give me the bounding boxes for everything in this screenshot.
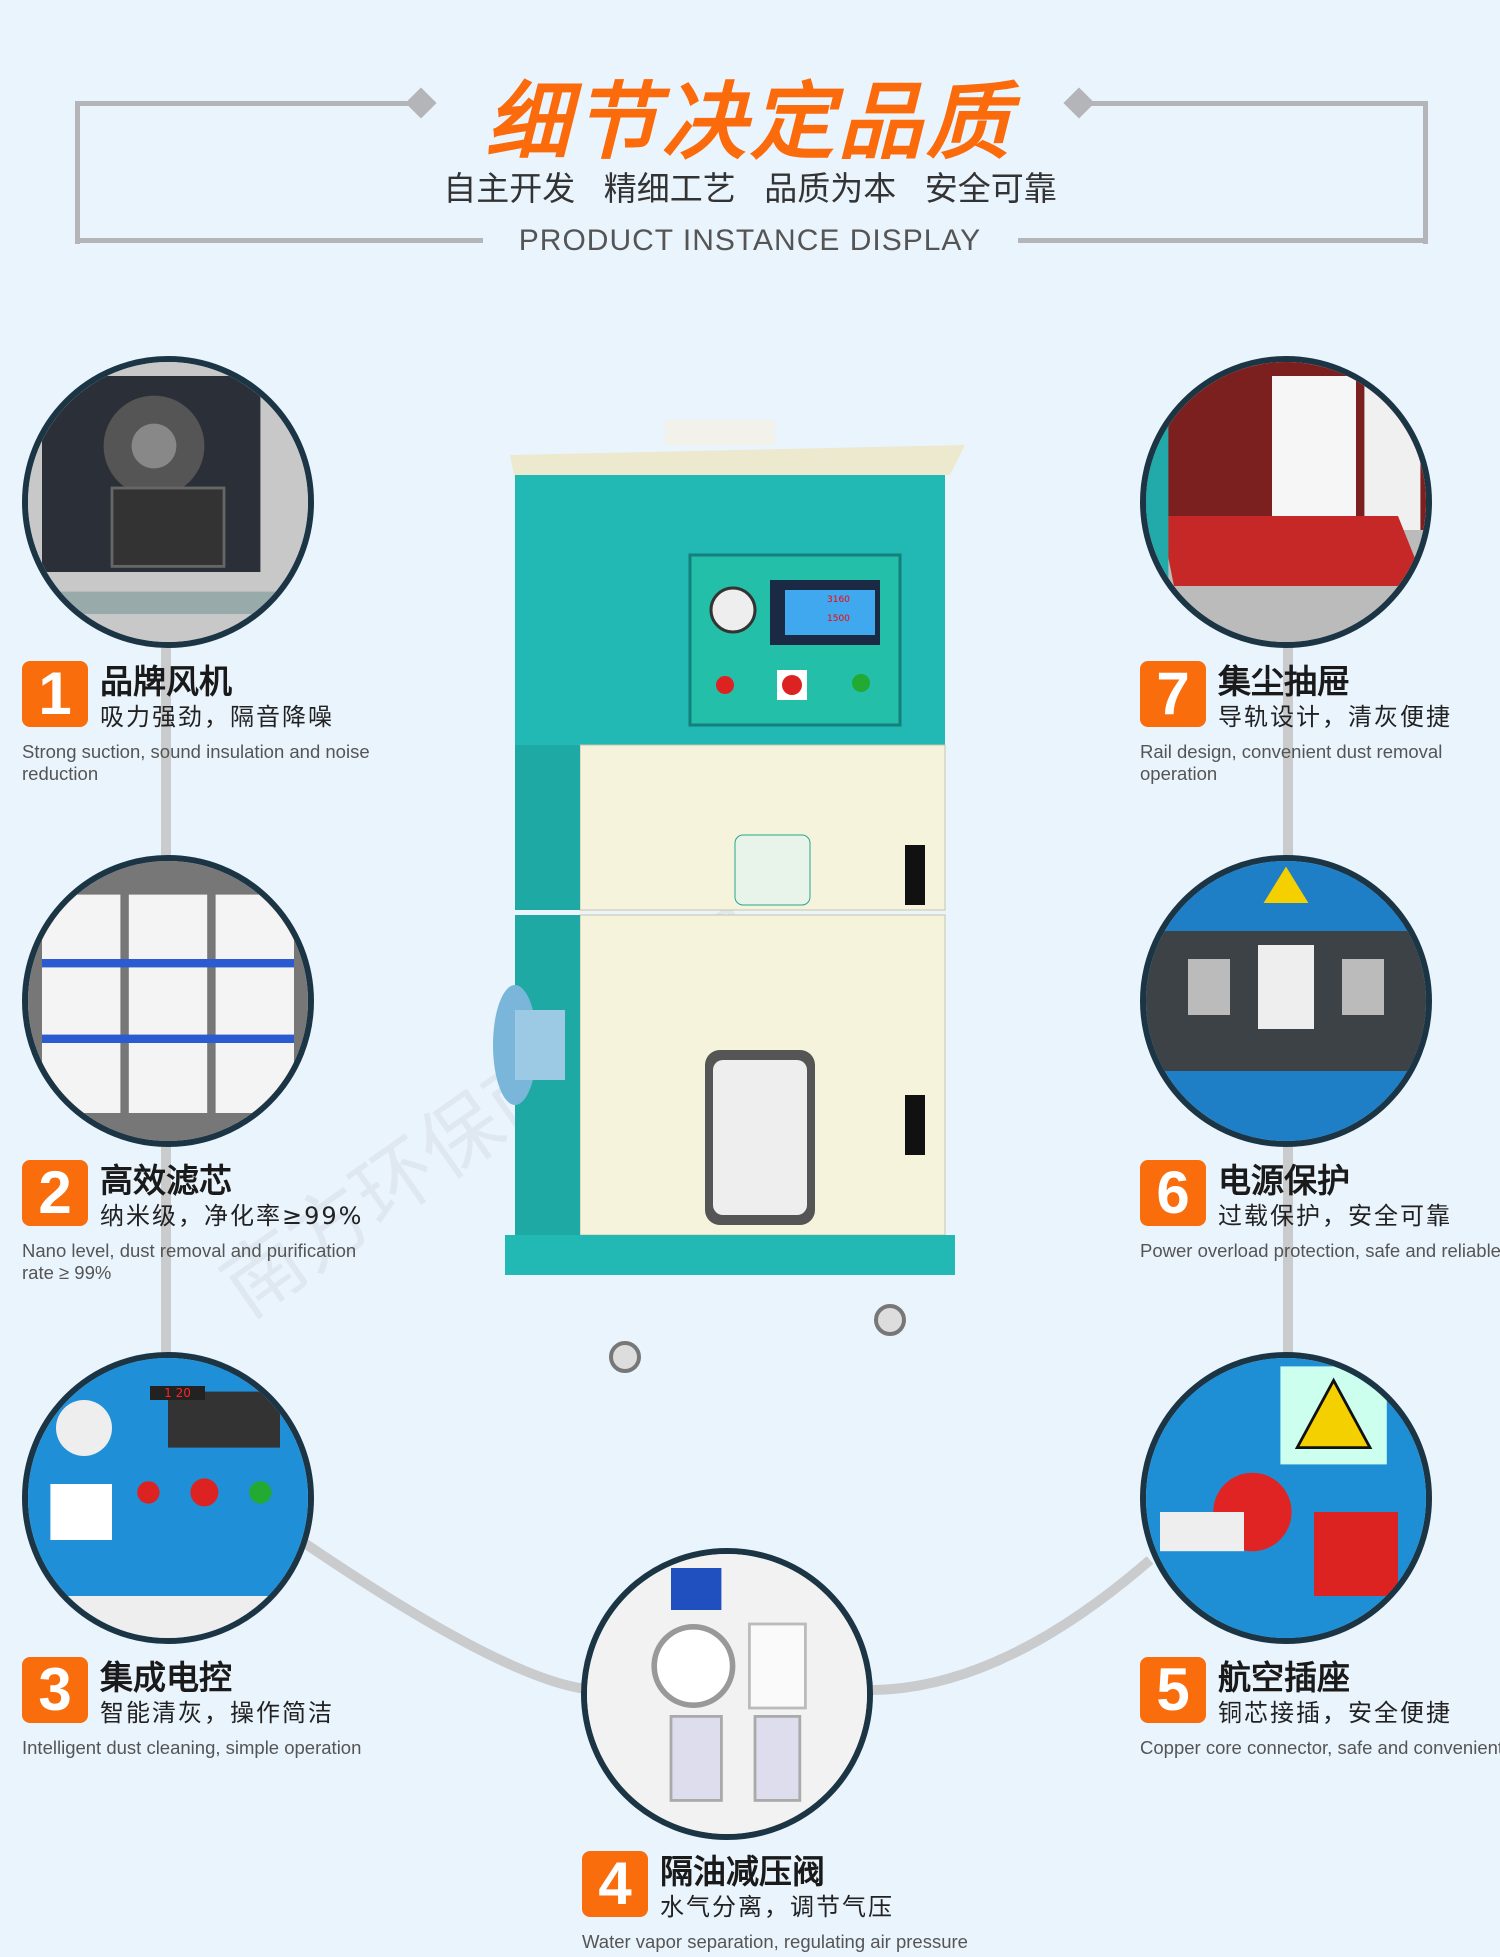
feature-title: 品牌风机 bbox=[100, 662, 232, 701]
feature-english: Copper core connector, safe and convenie… bbox=[1140, 1737, 1500, 1758]
fan-image bbox=[22, 356, 314, 648]
display-value-2: 1500 bbox=[827, 614, 850, 624]
page-english-subtitle: PRODUCT INSTANCE DISPLAY bbox=[518, 224, 982, 257]
feature-subtitle: 导轨设计，清灰便捷 bbox=[1218, 703, 1452, 731]
feature-english: Rail design, convenient dust removal ope… bbox=[1140, 741, 1443, 784]
feature-subtitle: 铜芯接插，安全便捷 bbox=[1218, 1699, 1452, 1727]
control-panel-image bbox=[22, 1352, 314, 1644]
power-protection-image bbox=[1140, 855, 1432, 1147]
timer-display: 1 20 bbox=[150, 1386, 205, 1400]
feature-number-badge: 7 bbox=[1140, 661, 1206, 727]
feature-number-badge: 1 bbox=[22, 661, 88, 727]
feature-english: Nano level, dust removal and purificatio… bbox=[22, 1240, 357, 1283]
feature-number-badge: 2 bbox=[22, 1160, 88, 1226]
feature-subtitle: 智能清灰，操作简洁 bbox=[100, 1699, 334, 1727]
feature-title: 集成电控 bbox=[100, 1658, 232, 1697]
feature-number-badge: 5 bbox=[1140, 1657, 1206, 1723]
feature-title: 航空插座 bbox=[1218, 1658, 1350, 1697]
feature-english: Water vapor separation, regulating air p… bbox=[582, 1931, 968, 1952]
feature-title: 集尘抽屉 bbox=[1218, 662, 1350, 701]
feature-subtitle: 水气分离，调节气压 bbox=[660, 1893, 894, 1921]
feature-number-badge: 4 bbox=[582, 1851, 648, 1917]
feature-title: 高效滤芯 bbox=[100, 1161, 232, 1200]
feature-english: Intelligent dust cleaning, simple operat… bbox=[22, 1737, 362, 1758]
feature-number-badge: 6 bbox=[1140, 1160, 1206, 1226]
dust-drawer-image bbox=[1140, 356, 1432, 648]
dust-collector-machine: 3160 1500 bbox=[493, 420, 965, 1373]
feature-english: Strong suction, sound insulation and noi… bbox=[22, 741, 370, 784]
feature-title: 电源保护 bbox=[1218, 1161, 1350, 1200]
feature-subtitle: 吸力强劲，隔音降噪 bbox=[100, 703, 334, 731]
feature-subtitle: 纳米级，净化率≥99% bbox=[100, 1202, 364, 1230]
filter-image bbox=[22, 855, 314, 1147]
aviation-socket-image bbox=[1140, 1352, 1432, 1644]
feature-title: 隔油减压阀 bbox=[660, 1852, 825, 1891]
page-subtitle: 自主开发 精细工艺 品质为本 安全可靠 bbox=[443, 169, 1057, 208]
feature-subtitle: 过载保护，安全可靠 bbox=[1218, 1202, 1452, 1230]
feature-number-badge: 3 bbox=[22, 1657, 88, 1723]
display-value-1: 3160 bbox=[827, 595, 850, 605]
feature-english: Power overload protection, safe and reli… bbox=[1140, 1240, 1500, 1261]
pressure-valve-image bbox=[581, 1548, 873, 1840]
page-title: 细节决定品质 bbox=[485, 73, 1014, 171]
